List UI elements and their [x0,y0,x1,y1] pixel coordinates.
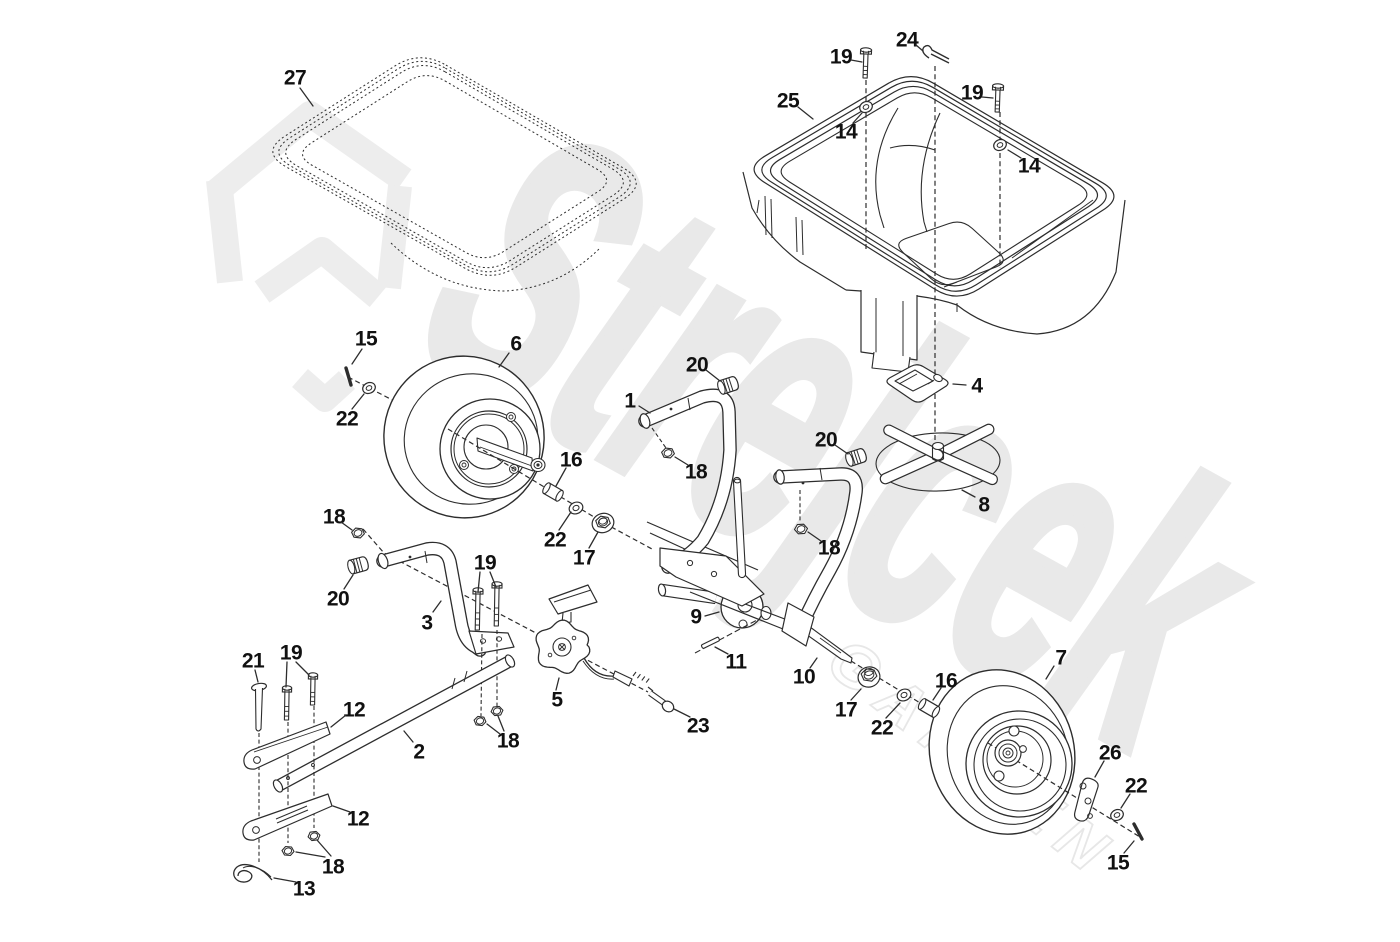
svg-text:14: 14 [1018,155,1041,178]
svg-text:21: 21 [242,650,265,673]
svg-text:14: 14 [835,121,858,144]
svg-text:19: 19 [474,552,496,575]
svg-text:18: 18 [685,461,708,484]
svg-text:17: 17 [573,547,595,570]
svg-text:18: 18 [818,537,841,560]
svg-text:4: 4 [971,375,983,398]
svg-text:23: 23 [687,715,709,738]
svg-text:24: 24 [896,29,919,52]
svg-text:8: 8 [978,494,990,517]
svg-text:22: 22 [544,529,566,552]
svg-text:27: 27 [284,67,306,90]
svg-text:17: 17 [835,699,857,722]
svg-text:22: 22 [871,717,893,740]
svg-text:16: 16 [935,670,957,693]
svg-text:15: 15 [1107,852,1130,875]
svg-text:22: 22 [336,408,358,431]
svg-text:18: 18 [323,506,346,529]
svg-text:12: 12 [347,808,369,831]
svg-text:26: 26 [1099,742,1121,765]
svg-text:13: 13 [293,878,315,901]
svg-text:5: 5 [551,689,563,712]
svg-text:15: 15 [355,328,378,351]
svg-text:25: 25 [777,90,800,113]
svg-text:9: 9 [690,606,701,629]
svg-text:12: 12 [343,699,365,722]
svg-text:1: 1 [624,390,636,413]
svg-text:20: 20 [815,429,837,452]
svg-text:19: 19 [961,82,983,105]
svg-text:19: 19 [280,642,302,665]
svg-text:10: 10 [793,666,815,689]
svg-text:20: 20 [686,354,708,377]
svg-text:16: 16 [560,449,582,472]
svg-text:18: 18 [322,856,345,879]
svg-text:6: 6 [510,333,521,356]
svg-text:18: 18 [497,730,520,753]
svg-text:20: 20 [327,588,349,611]
svg-text:2: 2 [413,741,424,764]
svg-text:19: 19 [830,46,852,69]
svg-text:7: 7 [1055,647,1066,670]
svg-text:3: 3 [421,612,432,635]
svg-text:22: 22 [1125,775,1147,798]
svg-text:11: 11 [725,651,747,674]
